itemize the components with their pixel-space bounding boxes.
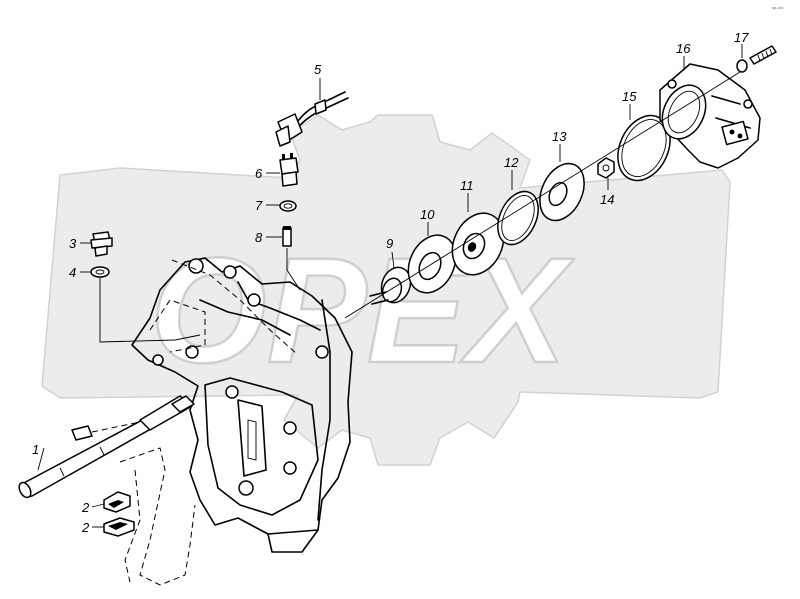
o-ring-medium	[497, 190, 539, 246]
housing-rib-2	[199, 299, 291, 336]
callout-10: 10	[420, 207, 435, 222]
assembly-axis	[344, 71, 741, 319]
callout-6: 6	[255, 166, 263, 181]
bracket-lower	[103, 517, 135, 537]
bolt-assembly	[736, 45, 777, 73]
callout-4: 4	[69, 265, 76, 280]
watermark-text: OPEX	[150, 226, 575, 394]
callout-2-upper: 2	[81, 500, 90, 515]
o-ring-large	[617, 114, 671, 182]
housing-bolt-3	[247, 293, 261, 307]
plug-screw	[90, 231, 113, 257]
housing-slot	[247, 419, 257, 461]
callout-16: 16	[676, 41, 691, 56]
sensor-cable	[275, 91, 349, 147]
housing-bolt-9	[283, 461, 297, 475]
callout-7: 7	[255, 198, 263, 213]
piston	[451, 212, 505, 276]
callout-14: 14	[600, 192, 614, 207]
corner-code: sp-xxx	[772, 5, 784, 10]
callout-17: 17	[734, 30, 749, 45]
housing-bolt-4	[185, 345, 199, 359]
housing-bolt-2	[223, 265, 237, 279]
gearbox-housing	[131, 257, 353, 553]
callout-11: 11	[460, 178, 474, 193]
callouts: 1 2 2 3 4 5 6 7 8 9 10 11 12	[32, 30, 749, 535]
pin-leader	[286, 248, 301, 291]
callout-15: 15	[622, 89, 637, 104]
housing-lower-step	[267, 529, 319, 553]
o-ring-small	[279, 200, 297, 212]
bracket-upper	[103, 491, 131, 513]
housing-rib-1	[237, 281, 321, 331]
callout-1: 1	[32, 442, 39, 457]
pressure-switch	[279, 153, 299, 187]
housing-bolt-6	[225, 385, 239, 399]
cylinder-cover	[659, 63, 761, 169]
callout-12: 12	[504, 155, 519, 170]
washer-small	[90, 266, 110, 278]
housing-window	[237, 399, 267, 477]
callout-2-lower: 2	[81, 520, 90, 535]
callout-13: 13	[552, 129, 567, 144]
shaft-seal	[369, 266, 412, 305]
housing-face	[204, 377, 319, 516]
detent-pin	[282, 226, 292, 247]
housing-bolt-8	[283, 421, 297, 435]
plug-leader	[99, 278, 201, 343]
housing-outline	[131, 257, 353, 535]
phantom-fork	[119, 259, 299, 586]
lock-nut	[597, 157, 615, 179]
callout-8: 8	[255, 230, 263, 245]
callout-5: 5	[314, 62, 322, 77]
callout-3: 3	[69, 236, 77, 251]
housing-bolt-10	[315, 345, 329, 359]
housing-bolt-1	[188, 258, 204, 274]
housing-bolt-5	[152, 354, 164, 366]
housing-side-edge	[317, 299, 331, 521]
callout-9: 9	[386, 236, 393, 251]
housing-bolt-7	[238, 480, 254, 496]
shift-shaft	[18, 395, 195, 499]
